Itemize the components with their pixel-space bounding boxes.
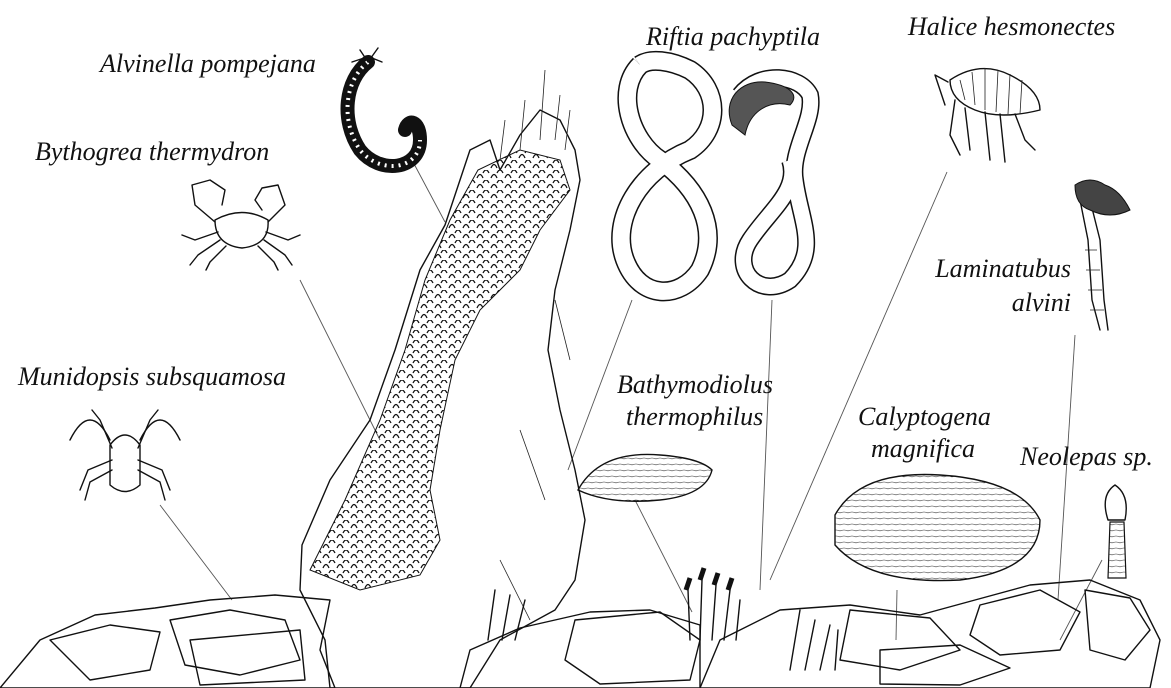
label-bythogrea: Bythogrea thermydron <box>35 139 269 165</box>
alvinella-drawing <box>348 48 420 166</box>
bythogrea-drawing <box>182 180 300 270</box>
seafloor-tubeworms <box>488 568 838 670</box>
leader-munidopsis <box>160 505 232 600</box>
laminatubus-drawing <box>1075 180 1130 330</box>
label-neolepas: Neolepas sp. <box>1020 444 1153 470</box>
leader-riftia-right <box>760 300 772 590</box>
neolepas-drawing <box>1105 485 1126 578</box>
label-riftia: Riftia pachyptila <box>646 24 820 50</box>
label-alvinella: Alvinella pompejana <box>100 51 316 77</box>
label-calyptogena-line2: magnifica <box>871 436 975 462</box>
leader-bathymodiolus <box>635 500 692 612</box>
riftia-drawing <box>621 61 811 292</box>
vent-chimney <box>300 70 585 688</box>
label-laminatubus-line2: alvini <box>1012 290 1071 316</box>
leader-alvinella <box>412 160 445 222</box>
label-munidopsis: Munidopsis subsquamosa <box>18 364 286 390</box>
calyptogena-drawing <box>835 475 1040 581</box>
label-calyptogena-line1: Calyptogena <box>858 404 991 430</box>
label-bathymodiolus-line1: Bathymodiolus <box>617 372 773 398</box>
label-bathymodiolus-line2: thermophilus <box>626 404 763 430</box>
halice-drawing <box>935 68 1040 162</box>
leader-bythogrea <box>300 280 380 440</box>
label-halice: Halice hesmonectes <box>908 14 1115 40</box>
leader-neolepas <box>1060 560 1102 640</box>
label-laminatubus-line1: Laminatubus <box>935 256 1071 282</box>
seafloor-rocks <box>0 580 1160 688</box>
munidopsis-drawing <box>70 410 180 500</box>
bathymodiolus-drawing <box>578 454 712 501</box>
